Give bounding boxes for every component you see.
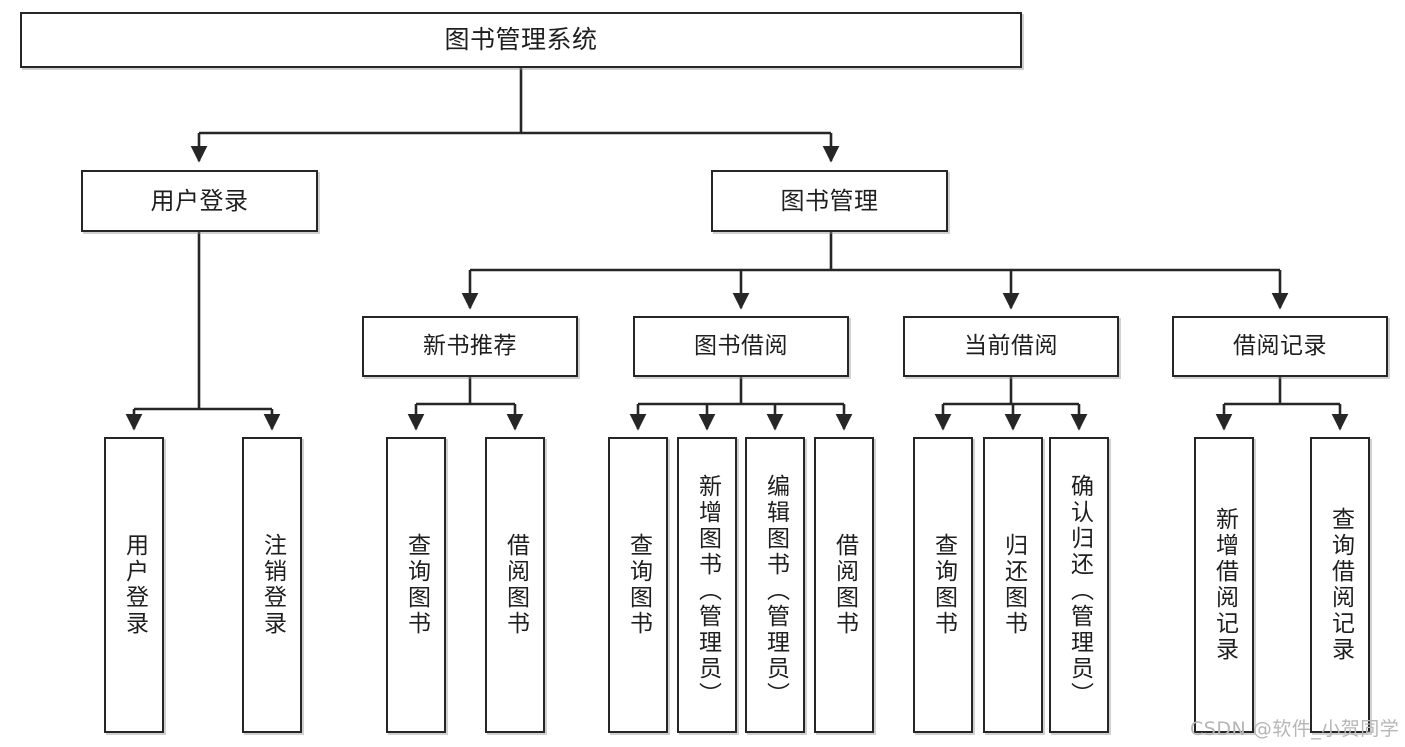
node-user-login-label: 用户登录 (150, 186, 249, 215)
csdn-watermark: CSDN @软件_小贺同学 (1190, 718, 1400, 740)
node-leaf-query-book-2-label: 查询图书 (625, 533, 652, 637)
node-leaf-add-book[interactable]: 新增图书（管理员） (677, 437, 737, 733)
node-leaf-user-login[interactable]: 用户登录 (104, 437, 164, 733)
node-leaf-query-record-label: 查询借阅记录 (1327, 507, 1354, 663)
node-leaf-borrow-book-1[interactable]: 借阅图书 (485, 437, 545, 733)
node-book-manage[interactable]: 图书管理 (711, 170, 948, 232)
node-leaf-confirm-return-label: 确认归还（管理员） (1066, 474, 1093, 708)
node-new-book-rec-label: 新书推荐 (423, 332, 517, 359)
node-leaf-logout[interactable]: 注销登录 (242, 437, 302, 733)
node-leaf-query-book-3[interactable]: 查询图书 (913, 437, 973, 733)
node-leaf-return-book[interactable]: 归还图书 (983, 437, 1043, 733)
node-new-book-rec[interactable]: 新书推荐 (362, 316, 578, 377)
node-leaf-confirm-return[interactable]: 确认归还（管理员） (1049, 437, 1109, 733)
node-borrow-record-label: 借阅记录 (1233, 332, 1327, 359)
node-root[interactable]: 图书管理系统 (20, 12, 1022, 68)
node-leaf-borrow-book-2[interactable]: 借阅图书 (814, 437, 874, 733)
node-book-borrow-label: 图书借阅 (694, 332, 788, 359)
node-user-login[interactable]: 用户登录 (81, 170, 318, 232)
node-leaf-borrow-book-2-label: 借阅图书 (831, 533, 858, 637)
node-current-borrow-label: 当前借阅 (964, 332, 1058, 359)
node-leaf-add-record[interactable]: 新增借阅记录 (1194, 437, 1254, 733)
node-leaf-query-book-1[interactable]: 查询图书 (386, 437, 446, 733)
node-leaf-query-record[interactable]: 查询借阅记录 (1310, 437, 1370, 733)
node-leaf-query-book-3-label: 查询图书 (930, 533, 957, 637)
node-leaf-query-book-1-label: 查询图书 (403, 533, 430, 637)
node-leaf-borrow-book-1-label: 借阅图书 (502, 533, 529, 637)
node-current-borrow[interactable]: 当前借阅 (903, 316, 1119, 377)
node-leaf-add-record-label: 新增借阅记录 (1211, 507, 1238, 663)
node-leaf-edit-book[interactable]: 编辑图书（管理员） (745, 437, 805, 733)
node-borrow-record[interactable]: 借阅记录 (1172, 316, 1388, 377)
node-leaf-return-book-label: 归还图书 (1000, 533, 1027, 637)
node-leaf-user-login-label: 用户登录 (121, 533, 148, 637)
node-leaf-query-book-2[interactable]: 查询图书 (608, 437, 668, 733)
node-book-borrow[interactable]: 图书借阅 (633, 316, 849, 377)
node-leaf-add-book-label: 新增图书（管理员） (694, 474, 721, 708)
node-root-label: 图书管理系统 (444, 25, 598, 54)
node-book-manage-label: 图书管理 (780, 186, 879, 215)
node-leaf-edit-book-label: 编辑图书（管理员） (762, 474, 789, 708)
node-leaf-logout-label: 注销登录 (259, 533, 286, 637)
